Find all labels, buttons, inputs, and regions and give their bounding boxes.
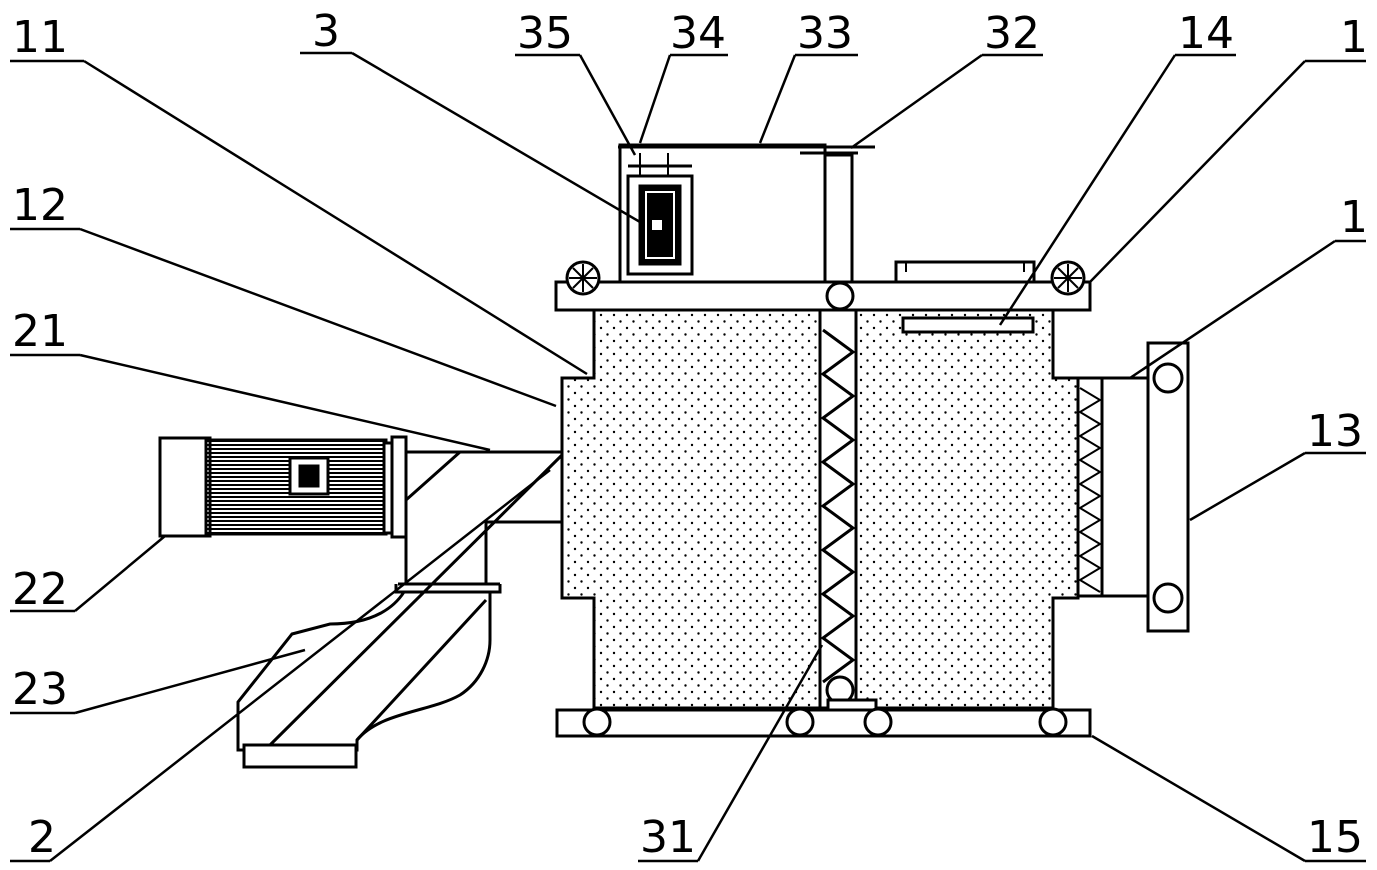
- screw-shaft: [818, 308, 858, 710]
- label-35: 35: [517, 8, 573, 59]
- label-34: 34: [670, 8, 726, 59]
- feed-motor: [158, 435, 408, 539]
- label-33: 33: [797, 8, 853, 59]
- label-1-top: 1: [1340, 12, 1368, 63]
- label-13: 13: [1307, 406, 1363, 457]
- leader-lines: [10, 51, 1366, 863]
- bottom-plate: [555, 707, 1092, 738]
- label-3: 3: [312, 6, 340, 57]
- small-motor: [626, 153, 694, 276]
- side-door-frame: [1100, 341, 1190, 633]
- label-23: 23: [12, 664, 68, 715]
- side-spring-block: [1076, 376, 1104, 598]
- top-plate: [554, 280, 1092, 312]
- reference-numerals: 11 3 35 34 33 32 14 1 12 1 21 13 22 23 2…: [12, 6, 1368, 863]
- top-hatch: [894, 260, 1036, 282]
- label-1-side: 1: [1340, 192, 1368, 243]
- label-2: 2: [28, 812, 56, 863]
- label-14: 14: [1178, 8, 1234, 59]
- label-11: 11: [12, 12, 68, 63]
- label-22: 22: [12, 564, 68, 615]
- inner-slot: [901, 316, 1035, 334]
- shaft-top-bearing-icon: [825, 281, 855, 311]
- top-left-wheel-icon: [565, 260, 601, 296]
- label-32: 32: [984, 8, 1040, 59]
- top-right-wheel-icon: [1050, 260, 1086, 296]
- label-12: 12: [12, 180, 68, 231]
- label-21: 21: [12, 306, 68, 357]
- label-31: 31: [640, 812, 696, 863]
- label-15: 15: [1307, 812, 1363, 863]
